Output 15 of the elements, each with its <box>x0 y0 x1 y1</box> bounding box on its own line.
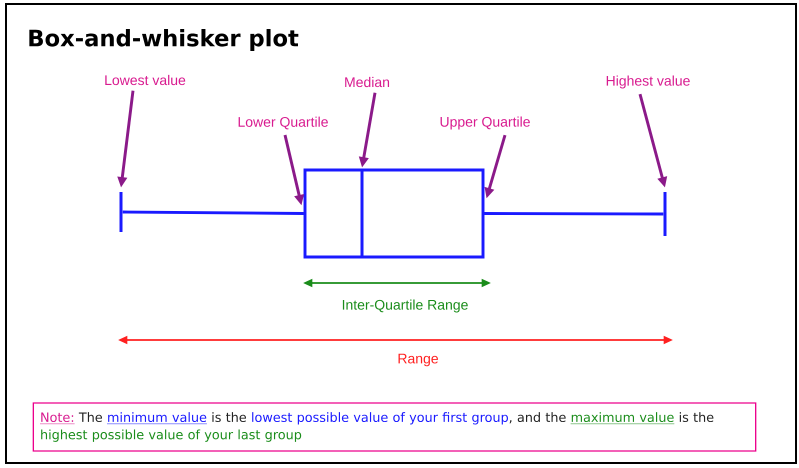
whisker-line <box>122 210 304 215</box>
whisker-line <box>484 212 664 216</box>
title: Box-and-whisker plot <box>29 29 298 51</box>
whisker-cap <box>120 192 122 232</box>
whisker-cap <box>664 192 666 236</box>
callout-label: Highest value <box>606 75 690 89</box>
callout-label: Lowest value <box>105 74 186 86</box>
quartile-box <box>304 168 484 258</box>
median-line <box>360 170 364 257</box>
callout-label: Upper Quartile <box>440 116 530 130</box>
note-box: Note: The minimum value is the lowest possible value of your first group, and the maximum value is the highest possible value of your last group <box>32 402 756 452</box>
dimension-label: Range <box>398 354 438 366</box>
dimension-label: Inter-Quartile Range <box>342 299 468 313</box>
callout-label: Lower Quartile <box>238 116 328 130</box>
callout-label: Median <box>345 76 390 88</box>
